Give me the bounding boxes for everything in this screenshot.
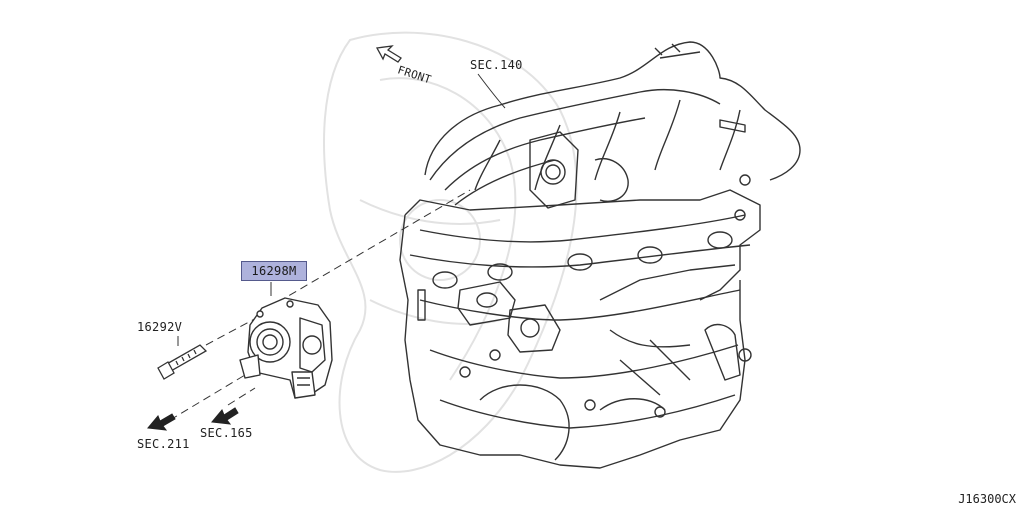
alignment-dashes [169,189,471,421]
part-16298m-label[interactable]: 16298M [241,261,307,281]
throttle-body-drawing [239,297,333,399]
engine-outline [399,41,801,469]
sec-211-label[interactable]: SEC.211 [137,437,190,451]
front-arrow-icon [375,45,402,63]
watermark-emblem-icon [323,31,578,473]
part-16292v-label[interactable]: 16292V [137,320,183,334]
sec-211-arrow-icon [147,413,176,431]
sec-140-label[interactable]: SEC.140 [470,58,523,72]
bolt-drawing [157,344,208,380]
diagram-code: J16300CX [958,492,1016,506]
sec-165-arrow-icon [211,407,239,425]
sec-165-label[interactable]: SEC.165 [200,426,253,440]
